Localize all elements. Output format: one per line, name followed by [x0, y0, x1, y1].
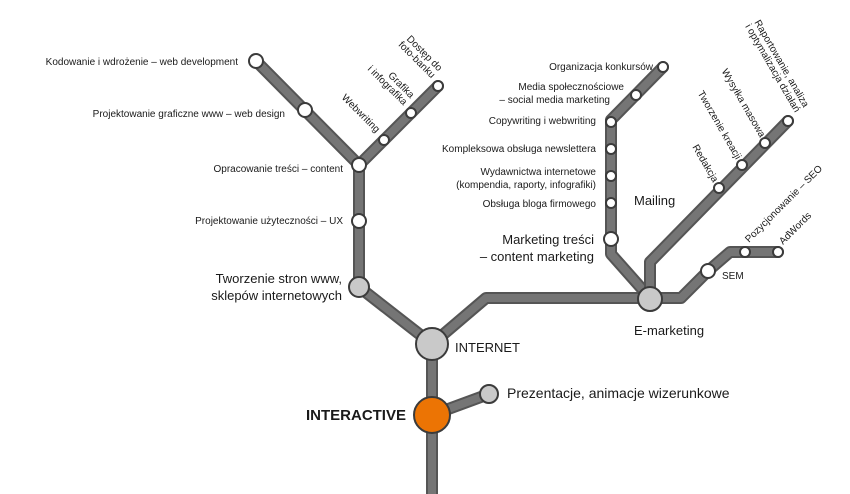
stop-raport[interactable]	[782, 115, 794, 127]
label-content-marketing-2: – content marketing	[480, 249, 594, 264]
label-design: Projektowanie graficzne www – web design	[93, 109, 285, 120]
label-sem: SEM	[722, 271, 744, 282]
label-emarketing: E-marketing	[634, 323, 704, 338]
stops	[248, 53, 794, 434]
label-internet: INTERNET	[455, 340, 520, 355]
label-ux: Projektowanie użyteczności – UX	[195, 216, 343, 227]
label-wyd-1: Wydawnictwa internetowe	[480, 167, 596, 178]
stop-sem[interactable]	[700, 263, 716, 279]
label-newsletter: Kompleksowa obsługa newslettera	[442, 144, 596, 155]
label-blog: Obsługa bloga firmowego	[483, 199, 597, 210]
stop-copywriting[interactable]	[605, 116, 617, 128]
label-copywriting: Copywriting i webwriting	[489, 116, 596, 127]
stop-blog[interactable]	[605, 197, 617, 209]
label-social-2: – social media marketing	[499, 95, 610, 106]
label-wyd-2: (kompendia, raporty, infografiki)	[456, 180, 596, 191]
stop-seo[interactable]	[739, 246, 751, 258]
label-dev: Kodowanie i wdrożenie – web development	[46, 57, 239, 68]
stop-foto[interactable]	[432, 80, 444, 92]
stop-design[interactable]	[297, 102, 313, 118]
label-redakcja: Redakcja	[690, 143, 721, 185]
label-konkursy: Organizacja konkursów	[549, 62, 654, 73]
stop-interactive[interactable]	[413, 396, 451, 434]
label-adwords: AdWords	[777, 210, 814, 247]
stop-kreacji[interactable]	[736, 159, 748, 171]
label-mailing: Mailing	[634, 193, 675, 208]
label-www-1: Tworzenie stron www,	[216, 271, 342, 286]
label-content-marketing-1: Marketing treści	[502, 232, 594, 247]
label-raport-1: Raportowanie, analiza	[752, 18, 811, 110]
stop-redakcja[interactable]	[713, 182, 725, 194]
label-webwriting: Webwriting	[339, 92, 382, 135]
stop-prezentacje[interactable]	[479, 384, 499, 404]
stop-wysylka[interactable]	[759, 137, 771, 149]
label-social-1: Media społecznościowe	[518, 82, 624, 93]
label-prezentacje: Prezentacje, animacje wizerunkowe	[507, 385, 730, 401]
label-www-2: sklepów internetowych	[211, 288, 342, 303]
stop-content-marketing[interactable]	[603, 231, 619, 247]
label-content: Opracowanie treści – content	[213, 164, 343, 175]
stop-internet[interactable]	[415, 327, 449, 361]
stop-www[interactable]	[348, 276, 370, 298]
stop-grafika[interactable]	[405, 107, 417, 119]
stop-webwriting[interactable]	[378, 134, 390, 146]
stop-content[interactable]	[351, 157, 367, 173]
label-interactive: INTERACTIVE	[306, 407, 406, 424]
stop-konkursy[interactable]	[657, 61, 669, 73]
stop-emarketing[interactable]	[637, 286, 663, 312]
stop-adwords[interactable]	[772, 246, 784, 258]
stop-wydawnictwa[interactable]	[605, 170, 617, 182]
stop-newsletter[interactable]	[605, 143, 617, 155]
stop-social[interactable]	[630, 89, 642, 101]
stop-ux[interactable]	[351, 213, 367, 229]
stop-dev[interactable]	[248, 53, 264, 69]
